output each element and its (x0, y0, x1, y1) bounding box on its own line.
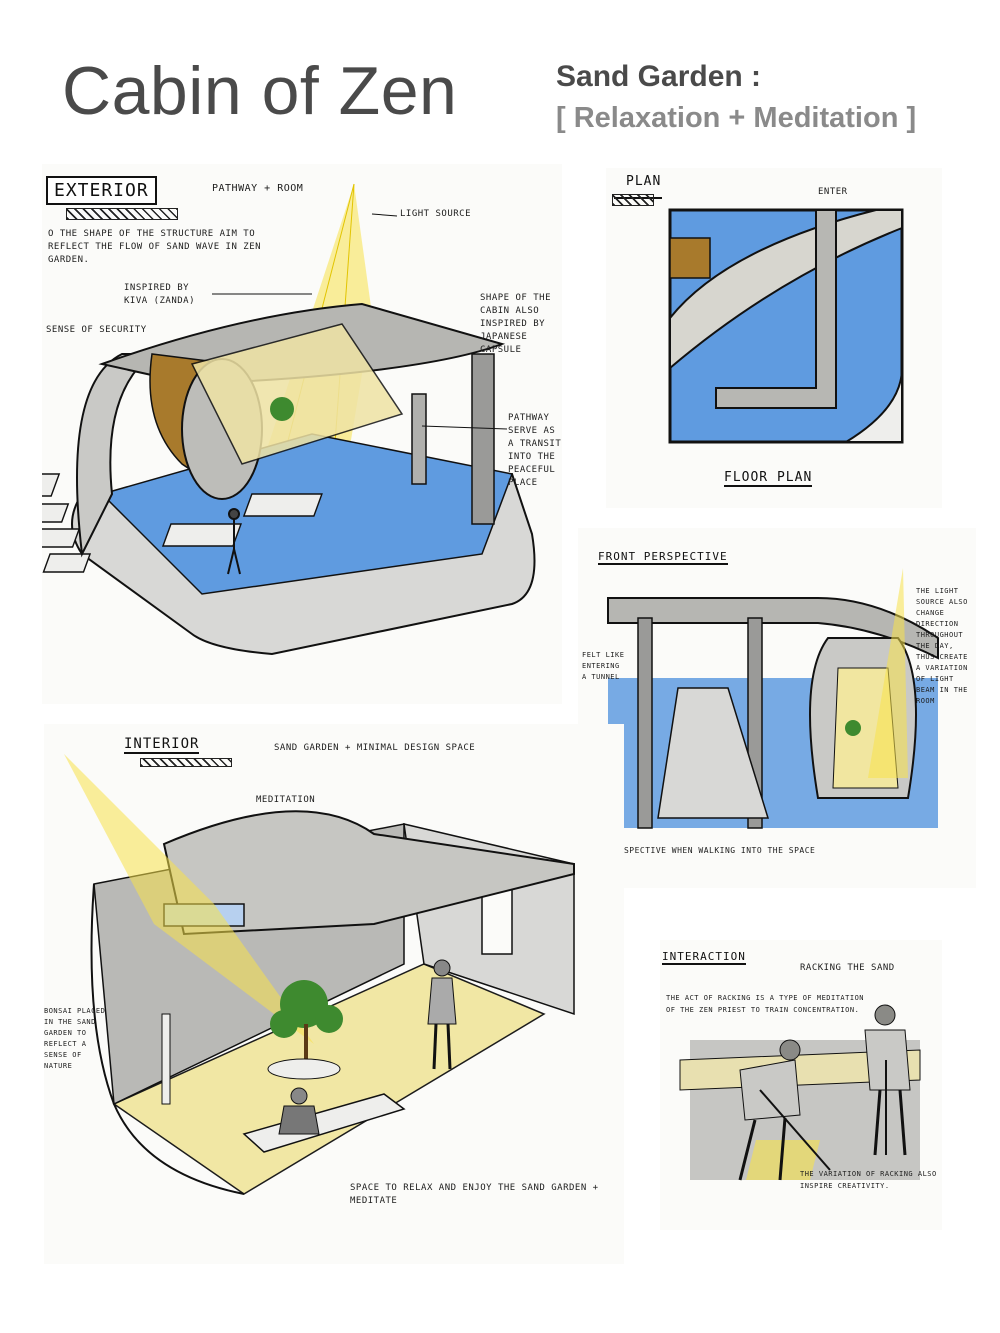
page-title: Cabin of Zen (62, 53, 458, 129)
security-note: SENSE OF SECURITY (46, 325, 147, 335)
floor-plan-label: FLOOR PLAN (724, 470, 813, 487)
plan-top-hatch (612, 194, 654, 206)
interior-label: INTERIOR (124, 736, 200, 754)
front-perspective-caption: PERSPECTIVE WHEN WALKING INTO THE SPACE (608, 846, 816, 855)
floor-plan-sketch (614, 197, 904, 444)
floor-plan-panel: PLAN ENTER FLOOR PLAN (606, 168, 942, 508)
interaction-heading: RACKING THE SAND (800, 963, 895, 973)
light-source-note: LIGHT SOURCE (400, 209, 472, 219)
pathway-room-note: PATHWAY + ROOM (212, 183, 304, 194)
interaction-panel: INTERACTION RACKING THE SAND THE ACT OF … (660, 940, 942, 1230)
cabin-shape-note: SHAPE OF THE CABIN ALSO INSPIRED BY JAPA… (480, 293, 552, 355)
front-perspective-sketch (607, 568, 939, 829)
enter-note: ENTER (818, 187, 848, 197)
raking-creativity-note: THE VARIATION OF RACKING ALSO INSPIRE CR… (800, 1170, 937, 1190)
bonsai-note: BONSAI PLACED IN THE SAND GARDEN TO REFL… (44, 1007, 106, 1070)
meditation-note: MEDITATION (256, 795, 316, 805)
plan-top-label: PLAN (626, 174, 662, 189)
pathway-transit-note: PATHWAY SERVE AS A TRANSIT INTO THE PEAC… (508, 413, 562, 488)
interior-label-hatch (140, 758, 232, 767)
exterior-sketch (42, 183, 536, 656)
kiva-inspiration-note: INSPIRED BY KIVA (ZANDA) (124, 283, 196, 306)
interaction-label: INTERACTION (662, 950, 746, 965)
front-perspective-label: FRONT PERSPECTIVE (598, 550, 728, 565)
raking-meditation-note: THE ACT OF RACKING IS A TYPE OF MEDITATI… (666, 994, 865, 1014)
front-perspective-panel: FRONT PERSPECTIVE THE LIGHT SOURCE ALSO … (578, 528, 976, 888)
structure-shape-note: o THE SHAPE OF THE STRUCTURE AIM TO REFL… (48, 229, 262, 265)
light-direction-note: THE LIGHT SOURCE ALSO CHANGE DIRECTION T… (916, 587, 968, 705)
page-subtitle: Sand Garden : (556, 60, 762, 93)
interior-caption: SPACE TO RELAX AND ENJOY THE SAND GARDEN… (350, 1183, 599, 1206)
tunnel-note: FELT LIKE ENTERING A TUNNEL (582, 651, 625, 681)
interior-sketch (64, 754, 575, 1195)
page-subtitle-theme: [ Relaxation + Meditation ] (556, 102, 917, 134)
interior-panel: INTERIOR SAND GARDEN + MINIMAL DESIGN SP… (44, 724, 624, 1264)
exterior-label-hatch (66, 208, 178, 220)
exterior-sketch-panel: EXTERIOR PATHWAY + ROOM LIGHT SOURCE o T… (42, 164, 562, 704)
interior-heading: SAND GARDEN + MINIMAL DESIGN SPACE (274, 743, 476, 753)
exterior-label: EXTERIOR (46, 176, 157, 205)
interaction-sketch (679, 1004, 921, 1181)
